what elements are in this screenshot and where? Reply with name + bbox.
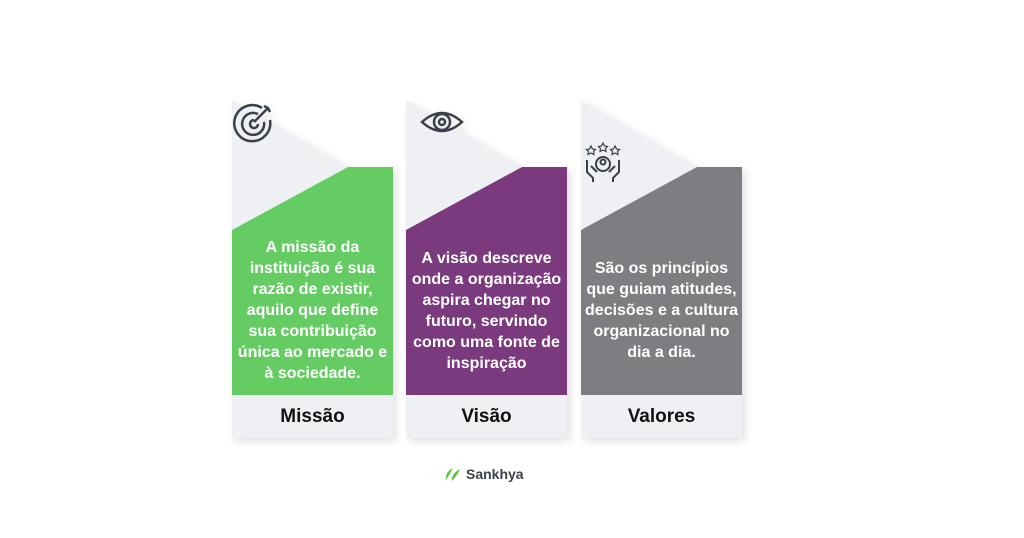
hands-people-stars-icon — [585, 141, 621, 182]
card-description: São os princípios que guiam atitudes, de… — [585, 260, 738, 361]
card-description: A visão descreve onde a organização aspi… — [411, 249, 562, 372]
card-description: A missão da instituição é sua razão de e… — [237, 239, 388, 382]
target-icon — [233, 103, 272, 143]
card-visao: A visão descreve onde a organização aspi… — [406, 100, 567, 438]
card-title: Missão — [280, 405, 345, 427]
sankhya-logo: Sankhya — [444, 466, 524, 482]
card-title: Visão — [461, 405, 512, 427]
card-missao: A missão da instituição é sua razão de e… — [232, 100, 393, 438]
card-title: Valores — [627, 405, 696, 427]
eye-icon — [420, 111, 464, 133]
logo-text: Sankhya — [466, 466, 524, 482]
sankhya-leaf-icon — [445, 468, 460, 481]
card-valores: São os princípios que guiam atitudes, de… — [581, 100, 742, 438]
